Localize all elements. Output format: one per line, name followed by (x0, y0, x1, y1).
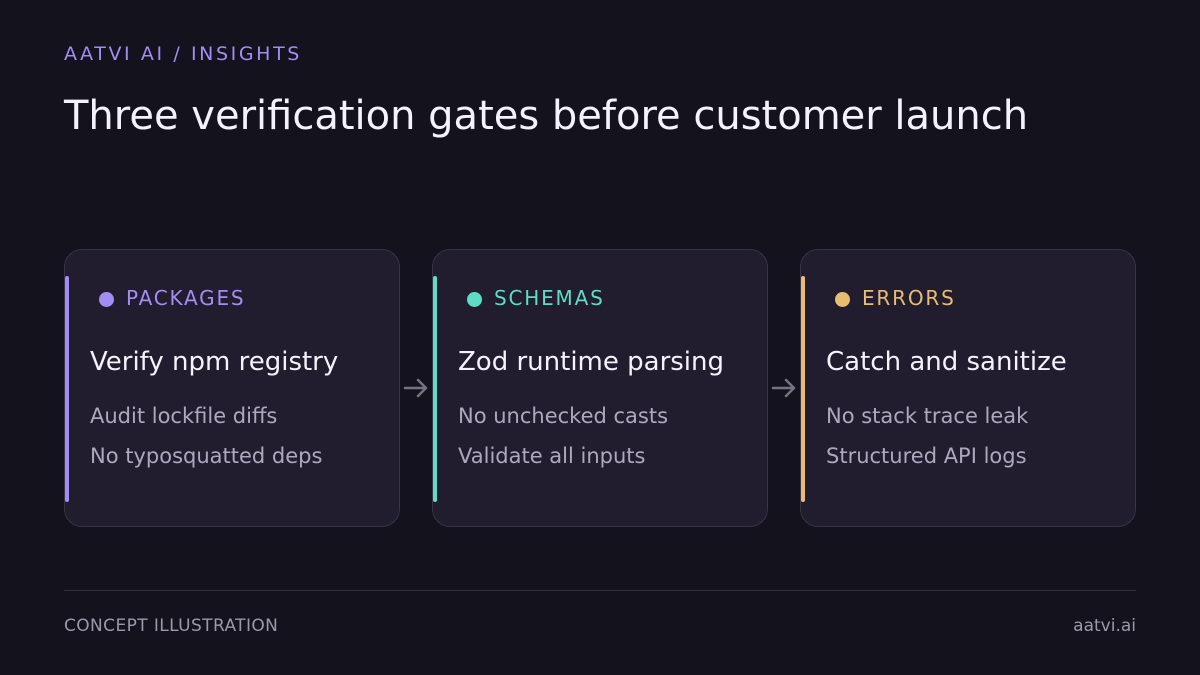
gate-heading: Catch and sanitize (826, 347, 1067, 377)
accent-bar (433, 276, 437, 502)
gate-check-item: Validate all inputs (458, 444, 646, 468)
gate-check-item: Audit lockfile diffs (90, 404, 278, 428)
footer-domain: aatvi.ai (1073, 616, 1136, 636)
gate-heading: Zod runtime parsing (458, 347, 725, 377)
accent-bar (801, 276, 805, 502)
status-dot-icon (99, 292, 114, 307)
footer-caption: CONCEPT ILLUSTRATION (64, 616, 279, 636)
gate-label: ERRORS (862, 286, 956, 310)
footer-divider (64, 590, 1136, 591)
gate-check-item: No stack trace leak (826, 404, 1029, 428)
page-title: Three verification gates before customer… (64, 93, 1029, 139)
arrow-right-icon (771, 378, 796, 398)
gate-card-packages: PACKAGES Verify npm registry Audit lockf… (64, 249, 400, 527)
eyebrow-label: AATVI AI / INSIGHTS (64, 43, 302, 65)
gate-check-item: Structured API logs (826, 444, 1027, 468)
gate-label: PACKAGES (126, 286, 246, 310)
gate-card-errors: ERRORS Catch and sanitize No stack trace… (800, 249, 1136, 527)
gate-card-schemas: SCHEMAS Zod runtime parsing No unchecked… (432, 249, 768, 527)
accent-bar (65, 276, 69, 502)
status-dot-icon (835, 292, 850, 307)
gate-check-item: No unchecked casts (458, 404, 669, 428)
gate-heading: Verify npm registry (90, 347, 339, 377)
gate-label: SCHEMAS (494, 286, 605, 310)
arrow-right-icon (403, 378, 428, 398)
status-dot-icon (467, 292, 482, 307)
gate-check-item: No typosquatted deps (90, 444, 323, 468)
